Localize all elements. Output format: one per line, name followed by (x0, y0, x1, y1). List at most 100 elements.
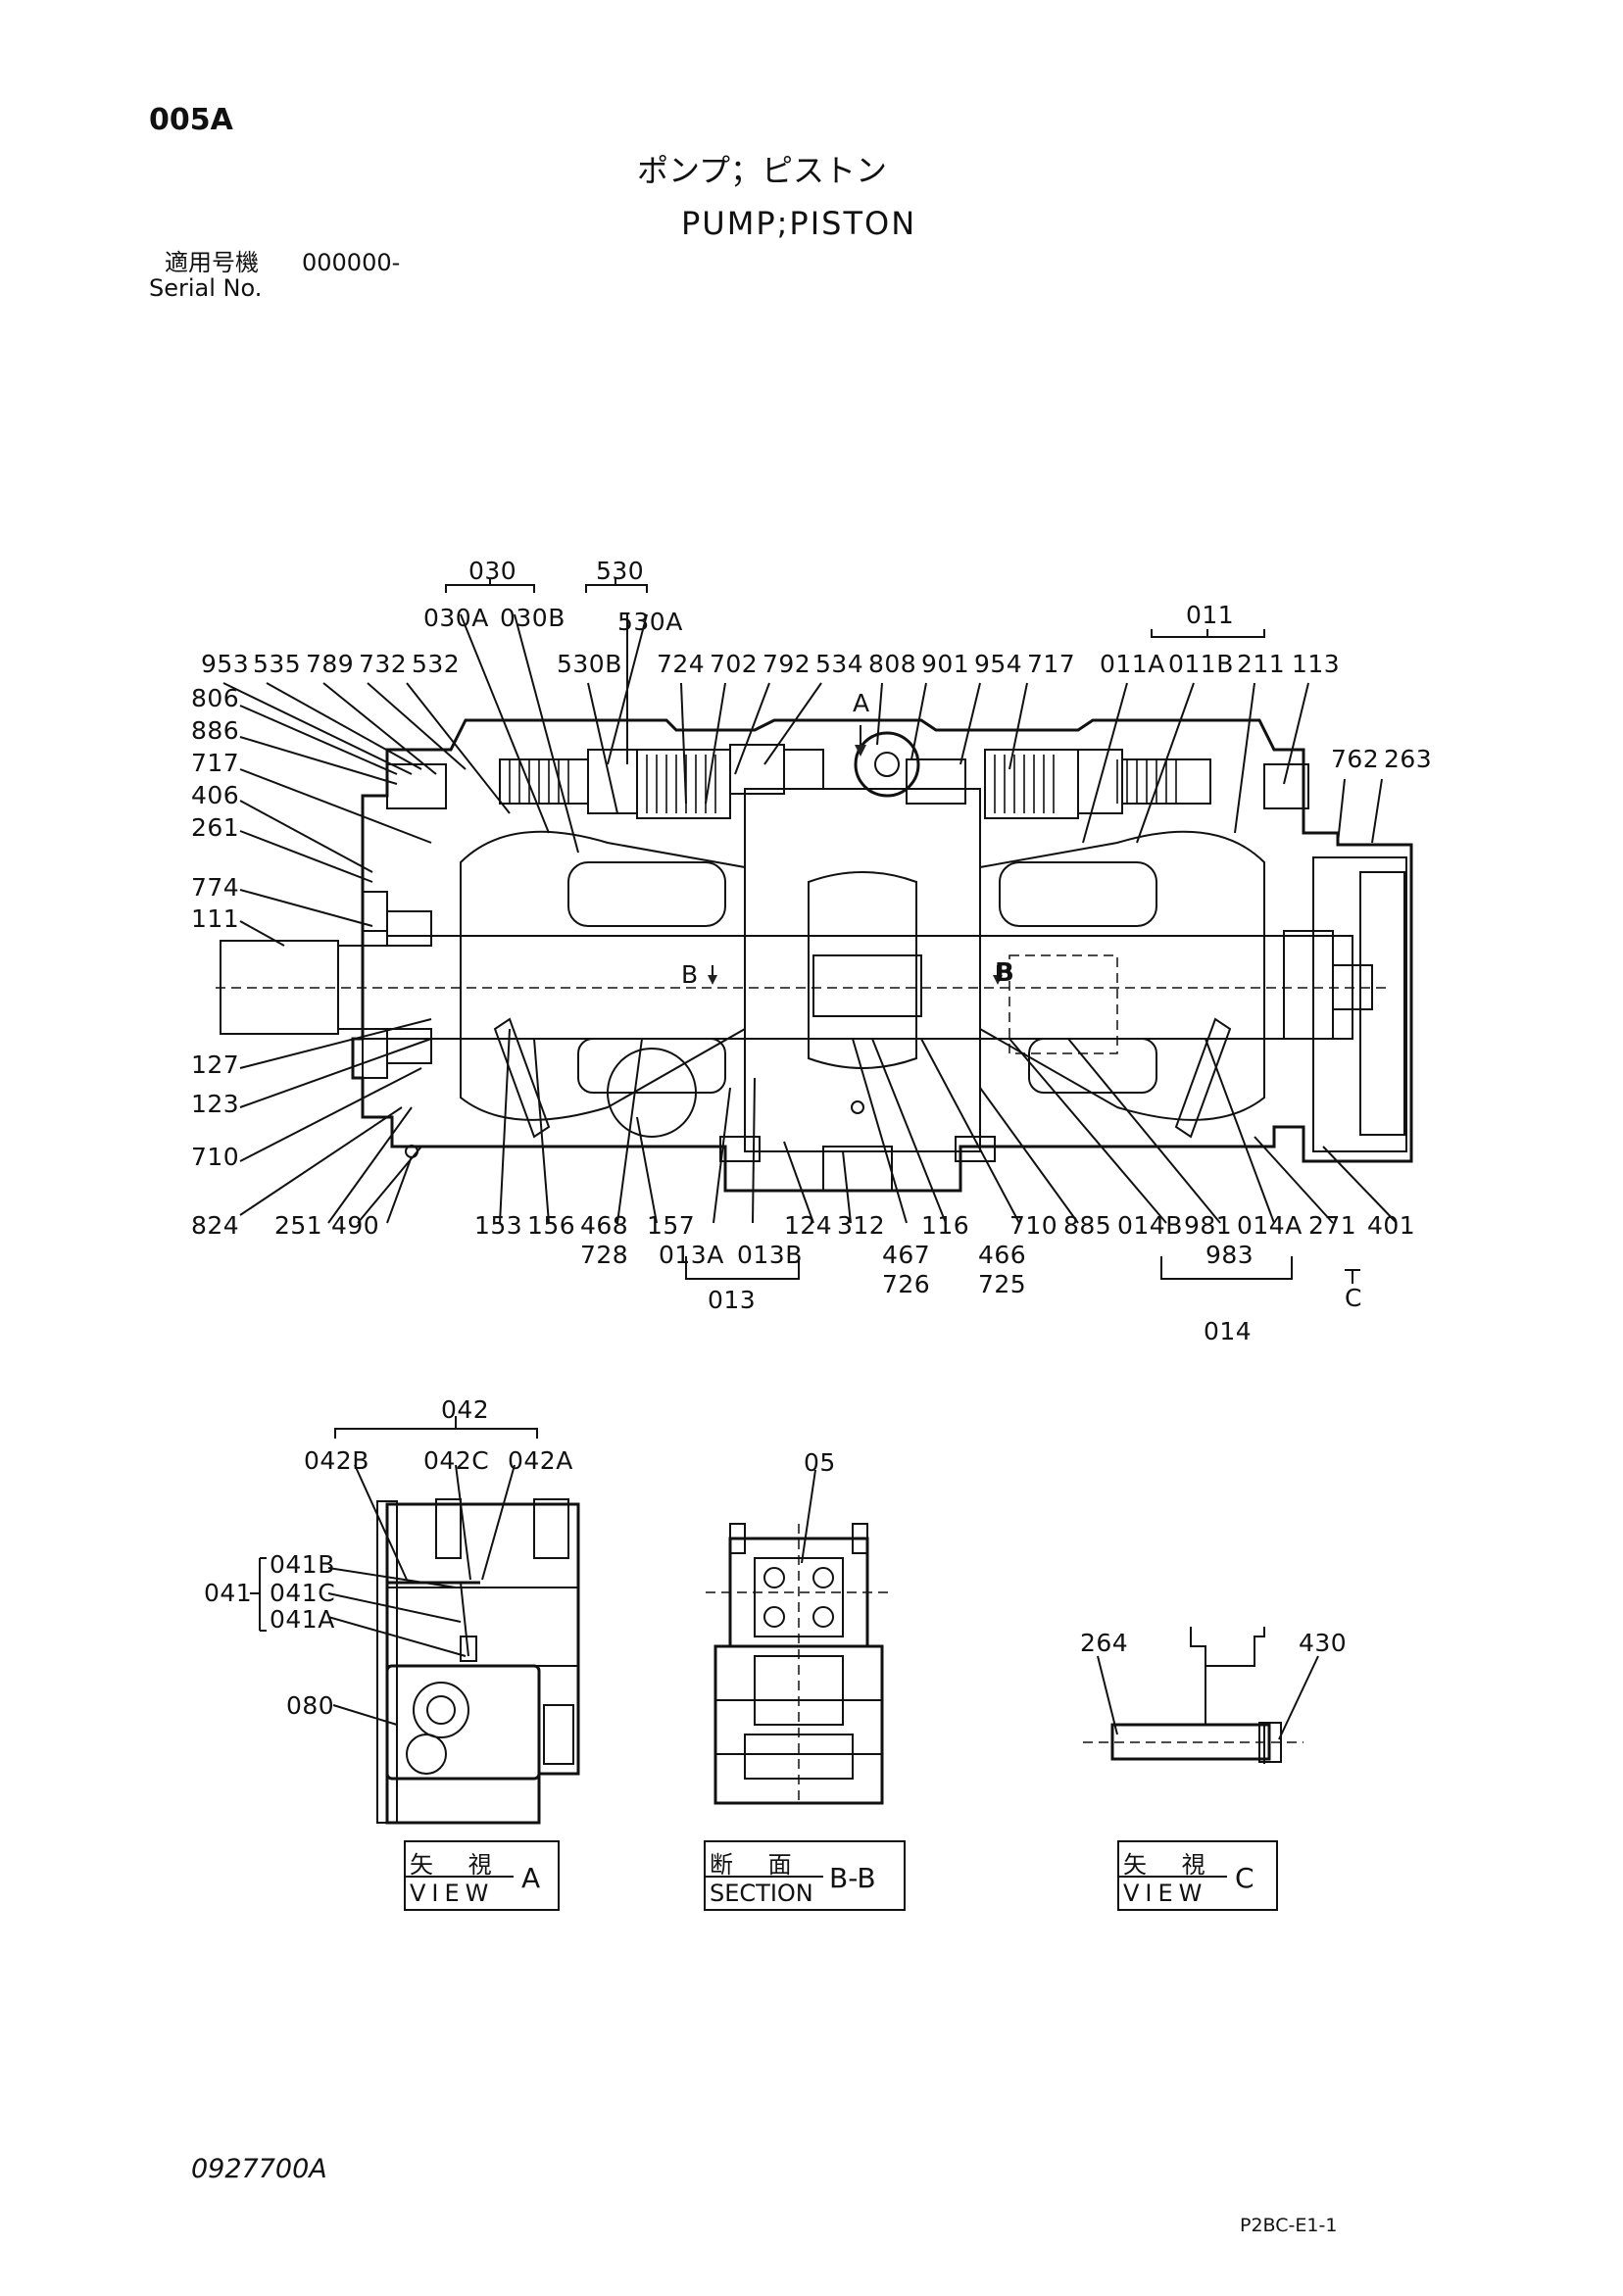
label-124: 124 (784, 1211, 833, 1240)
label-490: 490 (331, 1211, 380, 1240)
label-885: 885 (1063, 1211, 1112, 1240)
marker-view-a: A (853, 689, 870, 717)
label-725: 725 (978, 1270, 1027, 1298)
section-bb-mark: B-B (829, 1862, 876, 1894)
label-041b: 041B (270, 1550, 335, 1579)
label-535: 535 (253, 650, 302, 678)
view-a-en: VIEW (410, 1880, 495, 1907)
label-013: 013 (708, 1286, 757, 1314)
label-153: 153 (474, 1211, 523, 1240)
label-263: 263 (1384, 745, 1433, 773)
label-05: 05 (804, 1448, 836, 1477)
view-c-mark: C (1235, 1862, 1254, 1894)
drawing-number: 0927700A (191, 2154, 327, 2184)
label-530a: 530A (617, 608, 683, 636)
label-014a: 014A (1237, 1211, 1303, 1240)
label-401: 401 (1367, 1211, 1416, 1240)
label-261: 261 (191, 813, 240, 842)
label-271: 271 (1308, 1211, 1357, 1240)
label-954: 954 (974, 650, 1023, 678)
label-406: 406 (191, 781, 240, 809)
label-983: 983 (1205, 1241, 1254, 1269)
serial-value: 000000- (302, 249, 401, 276)
label-724: 724 (657, 650, 706, 678)
label-123: 123 (191, 1090, 240, 1118)
label-011b: 011B (1168, 650, 1234, 678)
label-726: 726 (882, 1270, 931, 1298)
view-a-caption: 矢 視 VIEW A (404, 1840, 560, 1911)
label-116: 116 (921, 1211, 970, 1240)
serial-label-en: Serial No. (149, 274, 263, 302)
label-710-left: 710 (191, 1143, 240, 1171)
view-c-divider (1119, 1876, 1227, 1878)
label-157: 157 (647, 1211, 696, 1240)
label-042: 042 (441, 1395, 490, 1424)
label-127: 127 (191, 1050, 240, 1079)
label-041a: 041A (270, 1605, 335, 1634)
label-886: 886 (191, 716, 240, 745)
view-a-mark: A (521, 1862, 541, 1894)
view-c-jp: 矢 視 (1123, 1851, 1219, 1879)
label-467: 467 (882, 1241, 931, 1269)
serial-label-jp: 適用号機 (165, 249, 259, 276)
label-717-left: 717 (191, 749, 240, 777)
label-717-top: 717 (1027, 650, 1076, 678)
label-468: 468 (580, 1211, 629, 1240)
label-808: 808 (868, 650, 917, 678)
label-312: 312 (837, 1211, 886, 1240)
label-014b: 014B (1117, 1211, 1183, 1240)
label-532: 532 (412, 650, 461, 678)
label-530b: 530B (557, 650, 622, 678)
label-792: 792 (762, 650, 812, 678)
label-042c: 042C (423, 1446, 490, 1475)
view-c-en: VIEW (1123, 1880, 1208, 1907)
label-013a: 013A (659, 1241, 724, 1269)
view-c-caption: 矢 視 VIEW C (1117, 1840, 1278, 1911)
label-042b: 042B (304, 1446, 369, 1475)
section-bb-jp: 断 面 (710, 1851, 806, 1879)
label-953: 953 (201, 650, 250, 678)
label-530: 530 (596, 557, 645, 585)
section-bb-en: SECTION (710, 1880, 813, 1907)
label-013b: 013B (737, 1241, 803, 1269)
label-728: 728 (580, 1241, 629, 1269)
label-011a: 011A (1100, 650, 1165, 678)
title-japanese: ポンプ；ピストン (637, 152, 888, 189)
label-014: 014 (1204, 1317, 1253, 1345)
marker-view-c: C (1345, 1284, 1362, 1312)
label-710-bottom: 710 (1009, 1211, 1058, 1240)
label-113: 113 (1292, 650, 1341, 678)
page-footer-code: P2BC-E1-1 (1240, 2215, 1338, 2236)
label-041: 041 (204, 1579, 253, 1607)
section-bb-caption: 断 面 SECTION B-B (704, 1840, 906, 1911)
label-806: 806 (191, 684, 240, 712)
label-732: 732 (359, 650, 408, 678)
marker-b-left: B (681, 960, 699, 989)
label-030: 030 (468, 557, 517, 585)
section-bb-divider (706, 1876, 823, 1878)
label-011: 011 (1186, 601, 1235, 629)
label-080: 080 (286, 1691, 335, 1720)
marker-b-right: B (995, 958, 1014, 988)
label-534: 534 (815, 650, 864, 678)
label-041c: 041C (270, 1579, 336, 1607)
label-789: 789 (306, 650, 355, 678)
label-156: 156 (527, 1211, 576, 1240)
label-211: 211 (1237, 650, 1286, 678)
label-030a: 030A (423, 604, 489, 632)
label-430: 430 (1299, 1629, 1348, 1657)
view-a-divider (406, 1876, 514, 1878)
label-111: 111 (191, 904, 240, 933)
label-901: 901 (921, 650, 970, 678)
label-824: 824 (191, 1211, 240, 1240)
label-774: 774 (191, 873, 240, 902)
view-a-jp: 矢 視 (410, 1851, 506, 1879)
title-english: PUMP;PISTON (681, 205, 917, 242)
label-702: 702 (710, 650, 759, 678)
label-042a: 042A (508, 1446, 573, 1475)
page-code: 005A (149, 103, 233, 137)
label-762: 762 (1331, 745, 1380, 773)
label-030b: 030B (500, 604, 566, 632)
label-466: 466 (978, 1241, 1027, 1269)
